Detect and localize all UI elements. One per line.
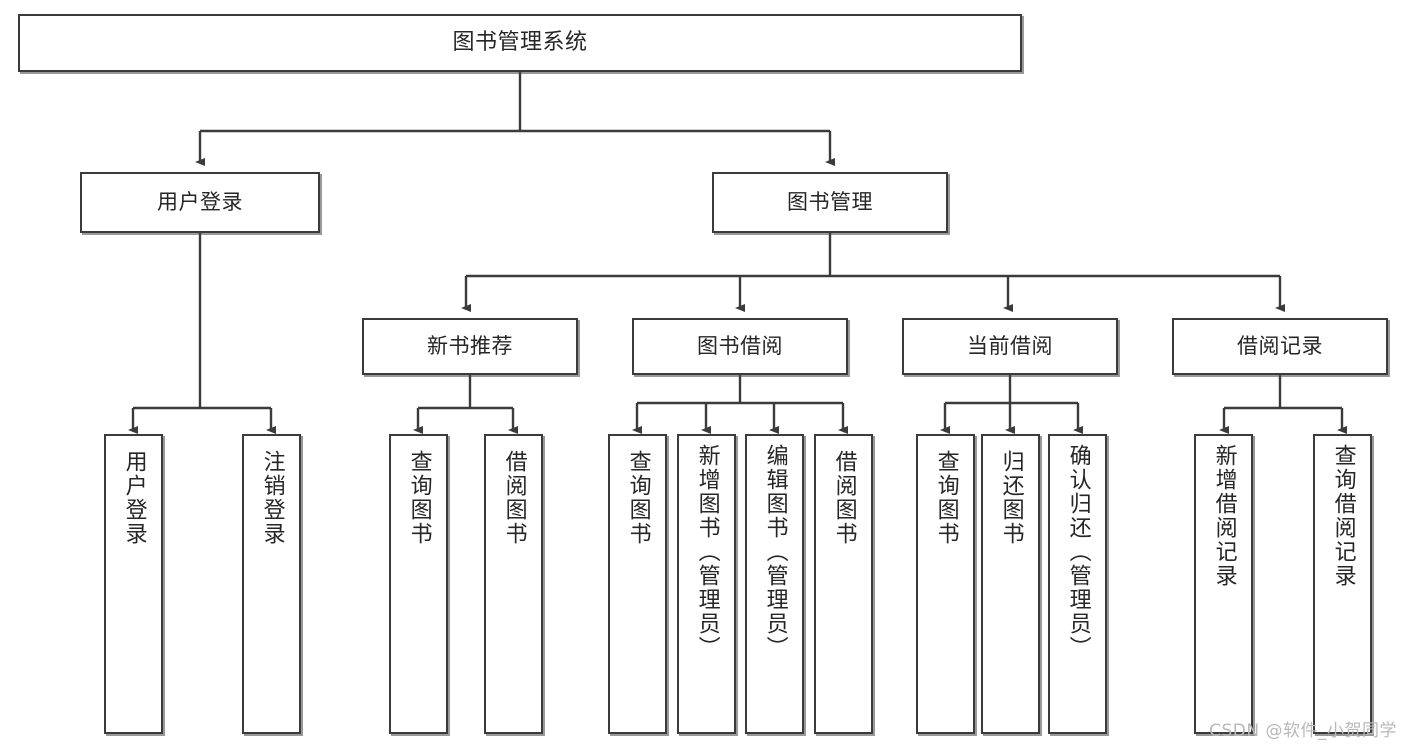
- leaf-user-login-logout[interactable]: 注销登录: [242, 434, 301, 734]
- node-label: 新书推荐: [427, 334, 513, 359]
- leaf-borrow-query-book[interactable]: 查询图书: [608, 434, 667, 734]
- node-user-login[interactable]: 用户登录: [80, 172, 320, 233]
- node-label: 查询图书: [406, 450, 432, 546]
- leaf-current-confirm-return-admin[interactable]: 确认归还（管理员）: [1048, 434, 1107, 734]
- leaf-borrow-edit-book-admin[interactable]: 编辑图书（管理员）: [745, 434, 804, 734]
- node-root-system[interactable]: 图书管理系统: [18, 14, 1022, 72]
- node-label: 新增图书（管理员）: [694, 444, 720, 660]
- leaf-recommend-query-book[interactable]: 查询图书: [389, 434, 448, 734]
- node-label: 确认归还（管理员）: [1065, 444, 1091, 660]
- node-label: 当前借阅: [967, 334, 1053, 359]
- node-label: 注销登录: [259, 450, 285, 546]
- node-label: 编辑图书（管理员）: [762, 444, 788, 660]
- leaf-recommend-borrow-book[interactable]: 借阅图书: [484, 434, 543, 734]
- node-new-book-recommend[interactable]: 新书推荐: [362, 318, 578, 375]
- watermark: CSDN @软件_小贺同学: [1209, 721, 1397, 741]
- node-label: 图书管理系统: [452, 30, 588, 56]
- leaf-borrow-borrow-book[interactable]: 借阅图书: [814, 434, 873, 734]
- node-label: 查询借阅记录: [1330, 444, 1356, 588]
- node-label: 查询图书: [625, 450, 651, 546]
- node-label: 归还图书: [998, 450, 1024, 546]
- leaf-borrow-add-book-admin[interactable]: 新增图书（管理员）: [677, 434, 736, 734]
- node-current-borrow[interactable]: 当前借阅: [902, 318, 1118, 375]
- node-label: 用户登录: [121, 450, 147, 546]
- node-book-borrow[interactable]: 图书借阅: [632, 318, 848, 375]
- leaf-current-query-book[interactable]: 查询图书: [916, 434, 975, 734]
- leaf-current-return-book[interactable]: 归还图书: [981, 434, 1040, 734]
- leaf-user-login-login[interactable]: 用户登录: [104, 434, 163, 734]
- node-label: 查询图书: [933, 450, 959, 546]
- node-label: 图书借阅: [697, 334, 783, 359]
- leaf-record-add-record[interactable]: 新增借阅记录: [1194, 434, 1253, 734]
- node-borrow-record[interactable]: 借阅记录: [1172, 318, 1388, 375]
- node-label: 借阅记录: [1237, 334, 1323, 359]
- node-label: 用户登录: [157, 190, 243, 215]
- node-label: 借阅图书: [831, 450, 857, 546]
- node-book-management[interactable]: 图书管理: [712, 172, 948, 233]
- leaf-record-query-record[interactable]: 查询借阅记录: [1313, 434, 1372, 734]
- node-label: 借阅图书: [501, 450, 527, 546]
- node-label: 新增借阅记录: [1211, 444, 1237, 588]
- node-label: 图书管理: [787, 190, 873, 215]
